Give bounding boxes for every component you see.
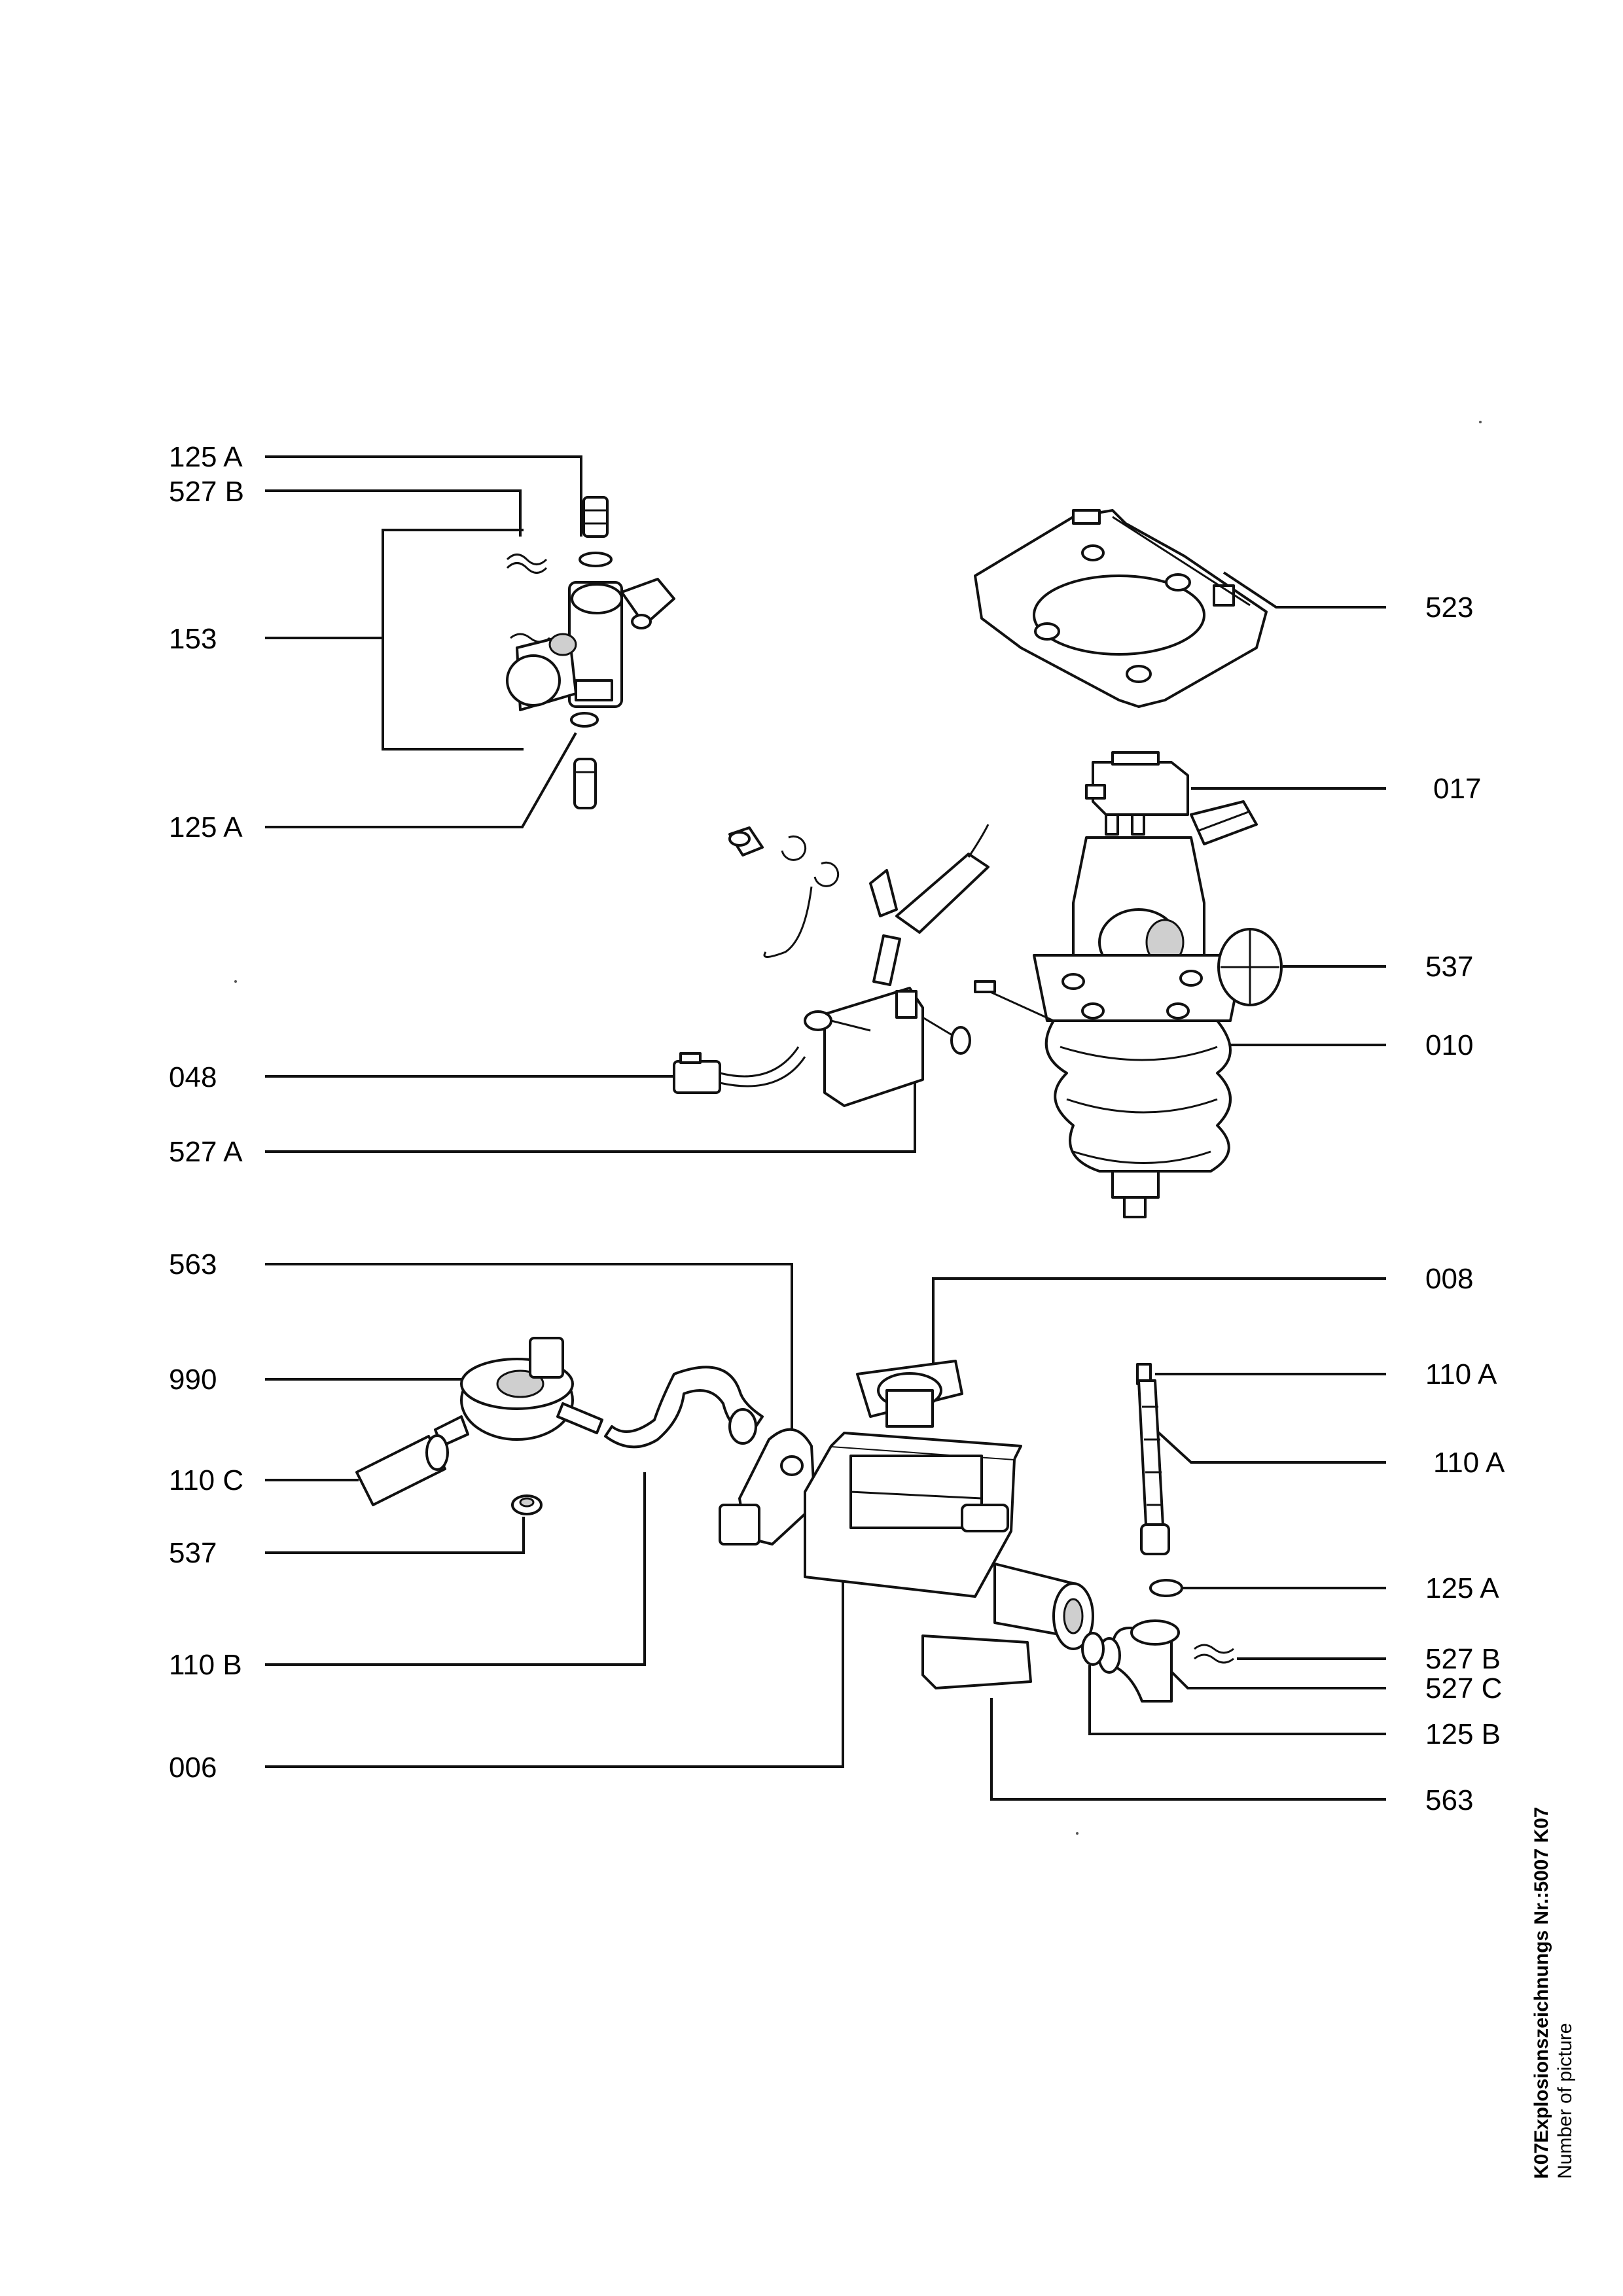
part-110b-hose [604,1366,764,1449]
label-110c: 110 C [169,1464,243,1496]
label-125a-mid: 125 A [169,811,243,843]
leader-110a-2 [1150,1425,1386,1464]
leader-563-right [990,1698,1386,1801]
part-527c-elbow [1097,1619,1180,1703]
label-125a-top: 125 A [169,441,243,473]
label-153: 153 [169,623,217,655]
label-125a-right: 125 A [1425,1572,1499,1604]
part-523-mounting-plate [974,509,1268,708]
leader-008 [932,1277,1386,1377]
label-523: 523 [1425,592,1473,624]
part-008-thermostat [856,1360,963,1428]
leader-125a-mid [265,732,577,828]
part-125b-oring [1081,1632,1105,1666]
label-527b-right: 527 B [1425,1643,1501,1675]
part-527b-clip-top [506,554,548,574]
part-537-boiler-cap [1217,928,1283,1006]
part-fasteners-group [728,824,990,986]
leader-125b [1088,1665,1386,1735]
label-990: 990 [169,1364,217,1396]
leader-527b-top [265,489,522,537]
part-110c-filter-tube [355,1434,449,1506]
label-010: 010 [1425,1029,1473,1061]
part-563-bracket-left [719,1428,816,1545]
label-527c: 527 C [1425,1672,1502,1704]
part-006-pump-body [804,1432,1094,1689]
part-990-flow-pump [434,1337,603,1447]
part-048-wire-connector [673,1046,806,1094]
label-008: 008 [1425,1263,1473,1295]
part-110a-tube [1136,1363,1170,1555]
label-527a: 527 A [169,1136,243,1168]
label-017: 017 [1433,773,1481,805]
footer-title: K07Explosionszeichnungs Nr.:5007 K07 [1531,1807,1552,2179]
label-110b: 110 B [169,1649,242,1681]
label-125b: 125 B [1425,1718,1501,1750]
label-006: 006 [169,1752,217,1784]
part-010-boiler [974,800,1258,1218]
footer-subtitle: Number of picture [1554,2023,1576,2179]
part-125a-oring-right [1149,1579,1183,1597]
part-125a-oring-nozzle-mid [570,712,599,809]
label-527b-top: 527 B [169,476,244,508]
label-048: 048 [169,1061,217,1093]
leader-537-left [265,1517,525,1554]
label-537-right: 537 [1425,951,1473,983]
leader-523 [1222,571,1386,609]
leader-006 [265,1557,844,1768]
part-017-microswitch [1085,751,1189,836]
leader-153-bracket [382,529,524,751]
label-537-left: 537 [169,1537,217,1569]
part-527a-bracket [804,987,971,1107]
leader-125a-top [265,455,582,537]
label-110a-2: 110 A [1433,1447,1505,1479]
part-537-small-cap [511,1494,543,1515]
footer-caption: K07Explosionszeichnungs Nr.:5007 K07 Num… [1531,1807,1576,2179]
labels-left: 125 A 527 B 153 125 A 048 527 A 563 990 … [169,441,244,1784]
label-563-right: 563 [1425,1784,1473,1816]
label-563-left: 563 [169,1248,217,1280]
part-153-solenoid-valve [506,578,675,711]
leader-527a [265,1080,916,1153]
part-125a-nozzle-top [579,496,613,567]
leader-563-left [265,1263,793,1433]
scan-specks [234,421,1482,1835]
leader-527c [1170,1670,1386,1689]
part-527b-clip-right [1194,1644,1234,1664]
leader-lines [265,455,1386,1801]
label-110a-1: 110 A [1425,1358,1497,1390]
labels-right: 523 017 537 010 008 110 A 110 A 125 A 52… [1425,592,1505,1816]
leader-110b [265,1472,646,1666]
